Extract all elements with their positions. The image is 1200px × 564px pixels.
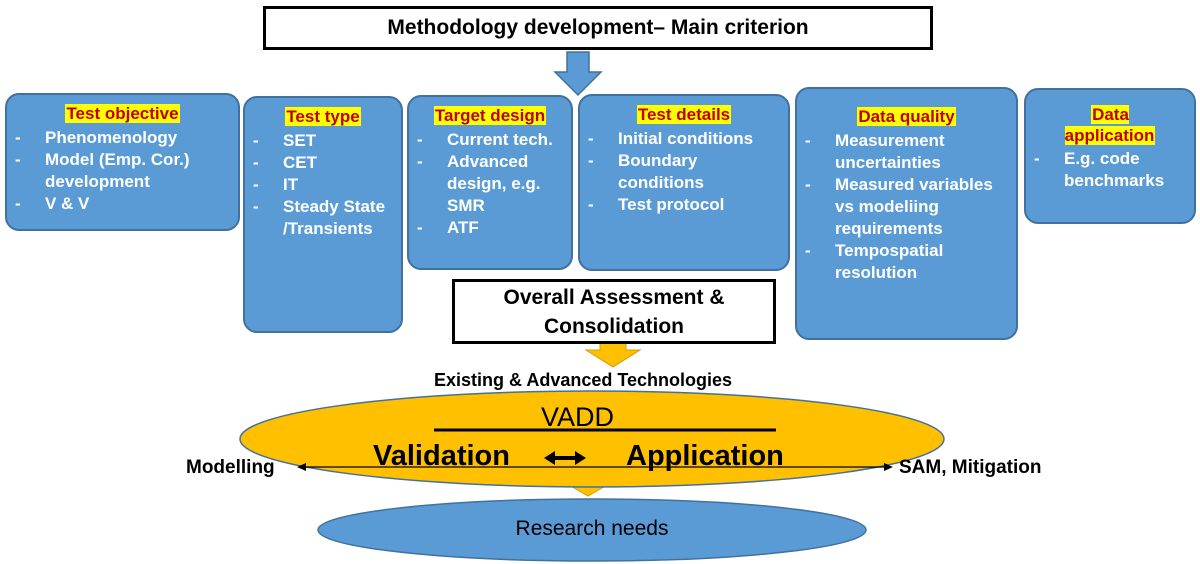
double-arrow-icon <box>544 451 586 465</box>
card-heading: Test objective <box>65 104 180 123</box>
title-box: Methodology development– Main criterion <box>263 6 933 50</box>
list-item: -Measurement uncertainties <box>805 131 945 172</box>
list-item: -Steady State /Transients <box>253 197 386 238</box>
research-needs-label: Research needs <box>515 517 669 540</box>
list-item: -V & V <box>15 194 90 213</box>
sam-mitigation-label: SAM, Mitigation <box>899 457 1042 478</box>
vadd-title: VADD <box>541 402 615 432</box>
card-target-design: Target design -Current tech. -Advanced d… <box>407 95 573 270</box>
existing-technologies-label: Existing & Advanced Technologies <box>434 370 733 390</box>
card-test-details: Test details -Initial conditions -Bounda… <box>578 94 790 271</box>
vadd-ellipse <box>239 390 945 488</box>
down-arrow-top <box>553 51 603 97</box>
assessment-line1: Overall Assessment & <box>503 285 725 309</box>
card-heading: Test details <box>636 105 732 124</box>
research-ellipse <box>317 498 867 562</box>
card-data-quality: Data quality -Measurement uncertainties … <box>795 87 1018 340</box>
list-item: -SET <box>253 131 317 150</box>
card-heading: Data application <box>1064 105 1156 145</box>
down-arrow-orange <box>584 342 642 368</box>
list-item: -Current tech. <box>417 130 553 149</box>
list-item: -CET <box>253 153 317 172</box>
list-item: -Advanced design, e.g. SMR <box>417 152 541 215</box>
card-test-objective: Test objective -Phenomenology -Model (Em… <box>5 93 240 231</box>
modelling-label: Modelling <box>186 457 275 478</box>
assessment-box: Overall Assessment & Consolidation <box>452 279 776 344</box>
list-item: -ATF <box>417 218 479 237</box>
card-heading: Data quality <box>857 107 956 126</box>
validation-label: Validation <box>373 440 510 472</box>
assessment-line2: Consolidation <box>543 314 684 338</box>
card-data-application: Data application -E.g. code benchmarks <box>1024 88 1196 224</box>
card-heading: Test type <box>285 107 361 126</box>
list-item: -Phenomenology <box>15 128 178 147</box>
card-test-type: Test type -SET -CET -IT -Steady State /T… <box>243 96 403 333</box>
list-item: -E.g. code benchmarks <box>1034 149 1165 190</box>
list-item: -IT <box>253 175 299 194</box>
list-item: -Measured variables vs modeliing require… <box>805 175 993 238</box>
list-item: -Boundary conditions <box>588 151 704 192</box>
list-item: -Initial conditions <box>588 129 754 148</box>
application-label: Application <box>626 440 784 472</box>
card-heading: Target design <box>433 106 547 125</box>
list-item: -Tempospatial resolution <box>805 241 944 282</box>
modelling-sam-line <box>297 463 893 471</box>
list-item: -Model (Emp. Cor.) development <box>15 150 190 191</box>
list-item: -Test protocol <box>588 195 725 214</box>
